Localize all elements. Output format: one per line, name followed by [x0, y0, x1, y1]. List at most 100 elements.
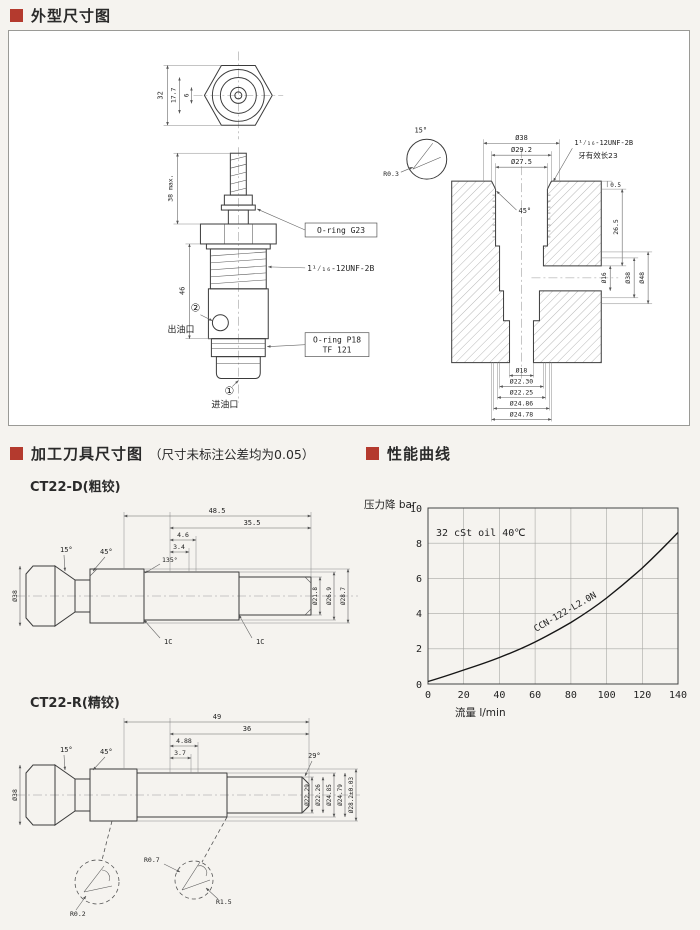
- dim-label: Ø16: [601, 272, 608, 283]
- cavity-thread-callout: 1¹⁄₁₆-12UNF-2B: [574, 139, 633, 147]
- performance-chart: 压力降 bar 10 8 6 4 2 0 0 20 40 60: [364, 498, 687, 719]
- plot-border: [427, 507, 679, 685]
- ct22r-drawing-svg: Ø38 15° 45° 29° 49 36 4.88 3.7 Ø22.29: [12, 713, 360, 918]
- dim-label: 0.5: [610, 182, 621, 189]
- y-tick: 6: [416, 574, 422, 585]
- angle-label: 29°: [308, 752, 321, 760]
- dim-label: 35.5: [244, 519, 261, 527]
- x-tick: 80: [565, 690, 577, 701]
- x-tick: 40: [493, 690, 505, 701]
- ct22r-tool: Ø38 15° 45° 29° 49 36 4.88 3.7 Ø22.29: [12, 713, 360, 918]
- x-tick: 100: [598, 690, 616, 701]
- angle-label: 45°: [519, 207, 532, 215]
- angle-label: 45°: [100, 748, 113, 756]
- ct22r-title: CT22-R(精铰): [30, 696, 120, 711]
- dim-label: Ø26.9: [326, 587, 333, 605]
- dim-label: Ø24.78: [510, 410, 533, 418]
- dim-label: Ø21.8: [312, 587, 319, 605]
- x-tick-labels: 0 20 40 60 80 100 120 140: [425, 690, 687, 701]
- dim-label: Ø48: [638, 272, 646, 284]
- dim-label: Ø29.2: [511, 146, 532, 154]
- dim-label: 49: [213, 713, 221, 721]
- dim-label: 48.5: [209, 507, 226, 515]
- cavity-thread-length: 牙有效长23: [578, 150, 618, 160]
- thread-callout-label: 1¹⁄₁₆-12UNF-2B: [307, 264, 374, 273]
- outline-section-header: 外型尺寸图: [10, 6, 112, 25]
- dim-label: Ø24.86: [510, 399, 533, 407]
- x-tick: 60: [529, 690, 541, 701]
- section-bullet-icon: [10, 8, 23, 22]
- dim-label: Ø22.30: [510, 378, 533, 386]
- port2-label: 出油口: [168, 324, 195, 336]
- pressure-drop-curve: [427, 532, 679, 683]
- dim-label: Ø38: [515, 134, 528, 142]
- tooling-tolerance-note: （尺寸未标注公差均为0.05）: [149, 446, 315, 462]
- ct22d-tool: Ø38 15° 45° 135° 48.5 35.5 4.6 3.4 1C 1C: [12, 507, 358, 646]
- curve-section-title: 性能曲线: [387, 444, 452, 463]
- dim-label: 26.5: [612, 219, 620, 235]
- tooling-section-header: 加工刀具尺寸图 （尺寸未标注公差均为0.05）: [10, 444, 315, 463]
- port1-number: ①: [224, 385, 234, 398]
- tf121-label: TF 121: [323, 346, 352, 355]
- ct22d-title: CT22-D(粗铰): [30, 480, 121, 495]
- dim-label: Ø27.5: [511, 158, 532, 166]
- dim-label: 17.7: [170, 87, 178, 103]
- ct22d-drawing-svg: Ø38 15° 45° 135° 48.5 35.5 4.6 3.4 1C 1C: [12, 507, 358, 646]
- x-tick: 140: [669, 690, 687, 701]
- x-tick: 20: [458, 690, 470, 701]
- x-tick: 0: [425, 690, 431, 701]
- dim-label: 3.4: [173, 543, 185, 551]
- dim-label: Ø28.2±0.03: [348, 777, 355, 814]
- chart-grid: [428, 508, 678, 684]
- radius-label: R0.2: [70, 910, 86, 918]
- valve-top-view: 32 17.7 6: [157, 51, 284, 140]
- dim-label: Ø18: [516, 367, 528, 375]
- angle-label: 45°: [100, 548, 113, 556]
- dim-label: 32: [157, 91, 165, 99]
- angle-label: 15°: [414, 126, 427, 134]
- x-axis-label: 流量 l/min: [455, 706, 506, 719]
- angle-label: 15°: [60, 746, 73, 754]
- dim-label: Ø24.85: [326, 784, 333, 806]
- tooling-section-title: 加工刀具尺寸图: [31, 444, 144, 463]
- port2-number: ②: [191, 302, 201, 315]
- angle-label: 15°: [60, 546, 73, 554]
- dim-label: 36: [243, 725, 251, 733]
- dim-label: Ø22.26: [315, 784, 322, 806]
- oring-g23-label: O-ring G23: [317, 226, 365, 235]
- curve-section-header: 性能曲线: [366, 444, 452, 463]
- dim-label: 46: [178, 287, 186, 295]
- dim-label: Ø38: [12, 590, 19, 602]
- dim-label: Ø38: [12, 789, 19, 801]
- chamfer-label: 1C: [256, 638, 264, 646]
- outline-section-title: 外型尺寸图: [31, 6, 112, 25]
- x-tick: 120: [633, 690, 651, 701]
- dim-label: Ø22.29: [304, 784, 311, 806]
- dim-label: 4.6: [177, 531, 189, 539]
- cavity-section-view: 15° R0.3: [383, 126, 653, 422]
- dim-label: 4.88: [176, 737, 192, 745]
- radius-label: R0.3: [383, 170, 399, 178]
- dim-label: 38 max.: [167, 174, 175, 201]
- dim-label: 3.7: [174, 749, 186, 757]
- port1-label: 进油口: [211, 398, 238, 410]
- y-tick: 4: [416, 609, 422, 620]
- y-tick: 2: [416, 644, 422, 655]
- y-tick: 0: [416, 680, 422, 691]
- radius-label: R0.7: [144, 856, 160, 864]
- valve-front-view: 38 max. 46 O-ring G23 1¹⁄₁₆-12UNF-2B O-r…: [167, 147, 378, 410]
- dim-label: Ø22.25: [510, 389, 533, 397]
- y-tick: 10: [410, 504, 422, 515]
- y-axis-label: 压力降 bar: [364, 498, 417, 511]
- dim-label: Ø38: [624, 272, 632, 284]
- radius-label: R1.5: [216, 898, 232, 906]
- series-label: CCN-122-L2.0N: [533, 591, 599, 635]
- section-bullet-icon: [10, 446, 23, 460]
- y-tick-labels: 10 8 6 4 2 0: [410, 504, 422, 691]
- dim-label: Ø24.79: [337, 784, 344, 806]
- section-bullet-icon: [366, 446, 379, 460]
- oring-p18-label: O-ring P18: [313, 336, 361, 345]
- dim-label: Ø28.7: [340, 587, 347, 605]
- dim-label: 6: [183, 93, 190, 97]
